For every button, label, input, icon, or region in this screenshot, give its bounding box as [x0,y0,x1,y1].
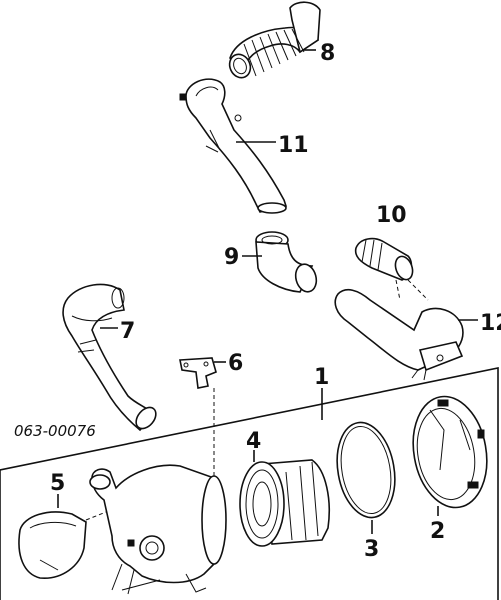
callout-10: 10 [376,203,407,228]
part-8-corrugated-hose [228,1,321,79]
part-5-end-cap [18,511,87,579]
callout-8: 8 [320,41,335,66]
catalog-number: 063-00076 [14,422,96,440]
part-12-duct [334,288,464,381]
callout-5: 5 [50,471,65,496]
callout-1: 1 [314,365,329,390]
callout-4: 4 [246,429,261,454]
part-7-intake-tube [62,283,157,432]
part-11-intake-pipe [179,78,288,214]
callout-2: 2 [430,519,445,544]
assembly-box [0,367,499,600]
callout-11: 11 [278,133,309,158]
part-4-filter-element [239,459,331,547]
callout-3: 3 [364,537,379,562]
air-cleaner-housing [89,464,227,595]
dash-5 [85,511,107,521]
dash-10-12b [407,279,429,301]
callout-7: 7 [120,319,135,344]
callout-12: 12 [480,311,501,336]
part-2-cover [412,395,488,509]
part-9-elbow [255,231,318,293]
part-3-gasket [336,421,396,519]
part-10-hose [354,237,414,281]
dash-10-12 [395,279,401,301]
part-6-bracket [179,357,217,389]
callout-9: 9 [224,245,239,270]
callout-6: 6 [228,351,243,376]
